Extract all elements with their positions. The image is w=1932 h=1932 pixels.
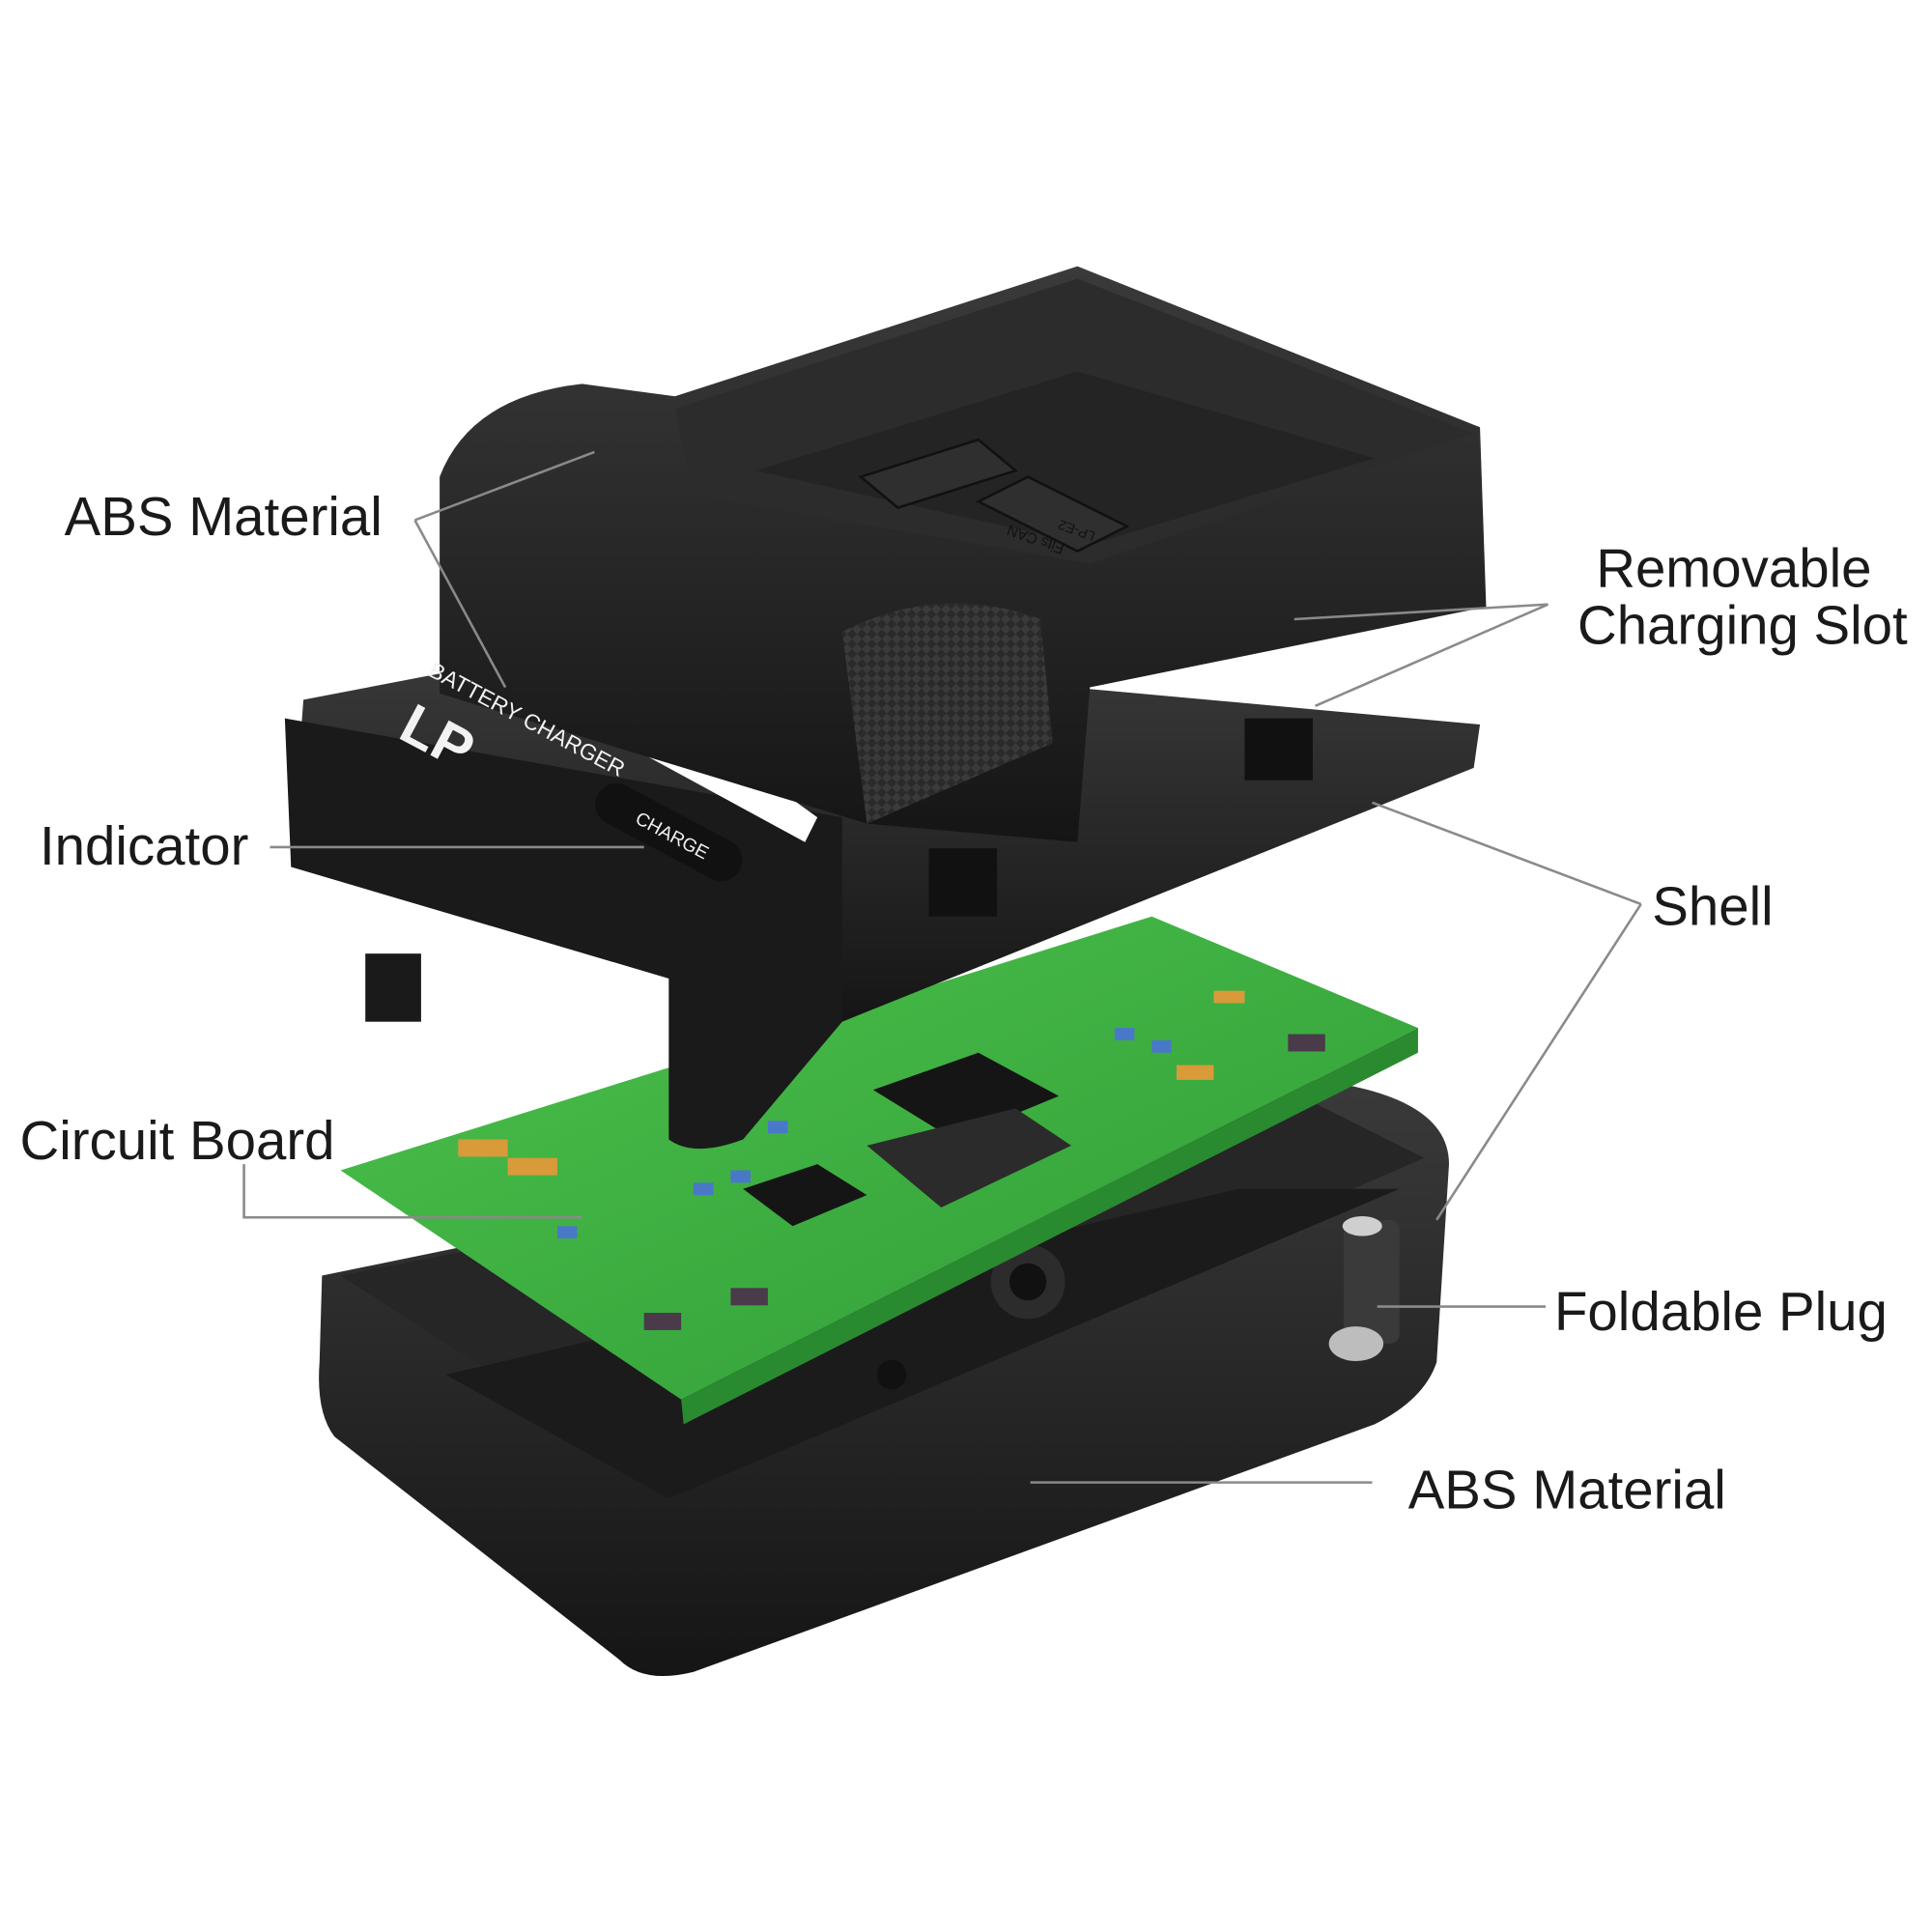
label-shell: Shell [1652, 876, 1773, 937]
label-removable-line2: Charging Slot [1577, 595, 1908, 656]
label-removable-line1: Removable [1596, 538, 1871, 599]
label-abs-material-bottom: ABS Material [1408, 1460, 1726, 1520]
label-abs-material-top: ABS Material [65, 486, 383, 547]
label-indicator: Indicator [40, 815, 248, 876]
label-circuit-board: Circuit Board [20, 1110, 335, 1171]
label-foldable-plug: Foldable Plug [1554, 1281, 1888, 1342]
removable-charging-slot: Fits CAN LP-E2 [440, 266, 1487, 842]
top-shell: LP CHARGE [284, 643, 1481, 1150]
leader-lines [242, 450, 1642, 1484]
circuit-board [340, 916, 1418, 1425]
foldable-plug [1328, 1215, 1400, 1361]
